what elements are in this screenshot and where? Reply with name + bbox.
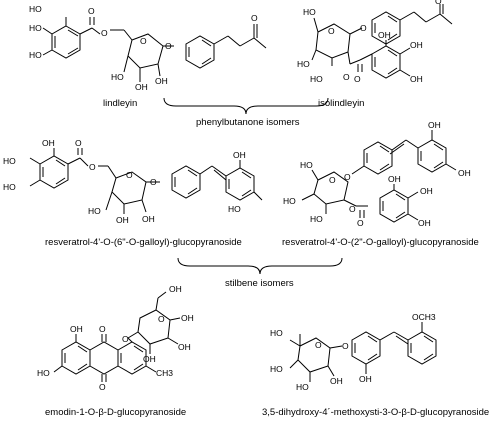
caption-resveratrol-2-galloyl: resveratrol-4'-O-(2"-O-galloyl)-glucopyr… — [282, 237, 479, 248]
brace-stilbene — [177, 257, 343, 275]
emodin-o-glyco: O — [122, 334, 129, 344]
caption-emodin: emodin-1-O-β-D-glucopyranoside — [45, 407, 186, 418]
resv2-ho-1: HO — [300, 160, 313, 170]
caption-isolindleyin: isolindleyin — [318, 98, 364, 109]
resv2-ho-2: HO — [283, 196, 296, 206]
lindleyin-o-link: O — [165, 41, 172, 51]
dihydroxy-ho-2: HO — [270, 364, 283, 374]
resv6-oh-2: OH — [116, 215, 129, 225]
isolindleyin-oh-3: OH — [410, 74, 423, 84]
resv2-oh-1: OH — [428, 120, 441, 130]
emodin-o-ring: O — [158, 314, 165, 324]
structure-dihydroxy: O O HO HO HO OH OH OCH3 — [270, 312, 437, 392]
emodin-ch3: CH3 — [156, 368, 173, 378]
caption-lindleyin: lindleyin — [103, 98, 137, 109]
emodin-oh-1: OH — [169, 284, 182, 294]
dihydroxy-ho-1: HO — [270, 328, 283, 338]
lindleyin-o-ketone: O — [251, 13, 258, 23]
resv2-o-link: O — [344, 172, 351, 182]
emodin-oh-4: OH — [143, 354, 156, 364]
resv2-oh-2: OH — [458, 168, 471, 178]
caption-resveratrol-6-galloyl: resveratrol-4'-O-(6"-O-galloyl)-glucopyr… — [45, 237, 242, 248]
lindleyin-oh-1: OH — [135, 82, 148, 92]
isolindleyin-o-ring: O — [328, 26, 335, 36]
lindleyin-o-ester: O — [101, 28, 108, 38]
isolindleyin-oh-2: OH — [410, 40, 423, 50]
lindleyin-oh-2: OH — [155, 76, 168, 86]
resv2-oh-5: OH — [418, 218, 431, 228]
isolindleyin-o-ester: O — [343, 72, 350, 82]
dihydroxy-oh-2: OH — [359, 374, 372, 384]
caption-phenylbutanone-isomers: phenylbutanone isomers — [196, 117, 300, 128]
resv6-oh-3: OH — [142, 214, 155, 224]
emodin-o-quinone-1: O — [99, 324, 106, 334]
resv6-o-carbonyl: O — [75, 138, 82, 148]
structure-resveratrol-6-galloyl: OH HO HO O O O O HO OH OH OH HO — [3, 138, 263, 225]
dihydroxy-o-ring: O — [315, 340, 322, 350]
emodin-ho-1: HO — [37, 368, 50, 378]
isolindleyin-o-carbonyl: O — [354, 74, 361, 84]
resv6-oh-4: OH — [233, 150, 246, 160]
emodin-oh-2: OH — [181, 313, 194, 323]
resv6-oh-1: OH — [42, 138, 55, 148]
lindleyin-ho-1: HO — [29, 4, 42, 14]
caption-stilbene-isomers: stilbene isomers — [225, 278, 294, 289]
isolindleyin-ho-3: HO — [310, 74, 323, 84]
dihydroxy-o-link: O — [342, 341, 349, 351]
lindleyin-ho-4: HO — [111, 72, 124, 82]
dihydroxy-oh-1: OH — [330, 376, 343, 386]
resv2-oh-3: OH — [388, 174, 401, 184]
brace-phenylbutanone — [163, 97, 329, 115]
dihydroxy-och3: OCH3 — [412, 312, 436, 322]
structure-emodin: OH O OH OH OH O OH O O HO CH3 — [37, 284, 194, 392]
emodin-oh-3: OH — [178, 342, 191, 352]
caption-dihydroxy: 3,5-dihydroxy-4´-methoxysti-3-O-β-D-gluc… — [262, 407, 489, 418]
lindleyin-o-ring: O — [140, 36, 147, 46]
resv2-o-ester: O — [349, 204, 356, 214]
structure-isolindleyin: HO O O O HO HO O O OH OH OH — [297, 0, 453, 84]
resv2-o-ring: O — [329, 175, 336, 185]
resv2-o-carbonyl: O — [357, 218, 364, 228]
isolindleyin-o-ketone: O — [435, 0, 442, 6]
resv2-oh-4: OH — [420, 186, 433, 196]
lindleyin-o-carbonyl: O — [88, 6, 95, 16]
structure-lindleyin: HO HO HO O O O O HO OH OH O — [29, 4, 267, 92]
resv6-ho-1: HO — [3, 156, 16, 166]
lindleyin-ho-2: HO — [29, 23, 42, 33]
isolindleyin-ho-2: HO — [297, 59, 310, 69]
emodin-o-quinone-2: O — [99, 382, 106, 392]
isolindleyin-o-link: O — [360, 23, 367, 33]
resv6-ho-4: HO — [228, 204, 241, 214]
lindleyin-ho-3: HO — [29, 50, 42, 60]
dihydroxy-ho-3: HO — [296, 382, 309, 392]
structure-resveratrol-2-galloyl: OH OH O O HO HO HO O O OH OH OH — [283, 120, 471, 228]
isolindleyin-ho-1: HO — [303, 7, 316, 17]
resv6-o-ring: O — [126, 170, 133, 180]
isolindleyin-oh-1: OH — [378, 30, 391, 40]
emodin-oh-5: OH — [70, 324, 83, 334]
resv6-o-link: O — [150, 177, 157, 187]
resv6-o-ester: O — [89, 162, 96, 172]
resv2-ho-3: HO — [310, 214, 323, 224]
resv6-ho-3: HO — [88, 206, 101, 216]
resv6-ho-2: HO — [3, 182, 16, 192]
